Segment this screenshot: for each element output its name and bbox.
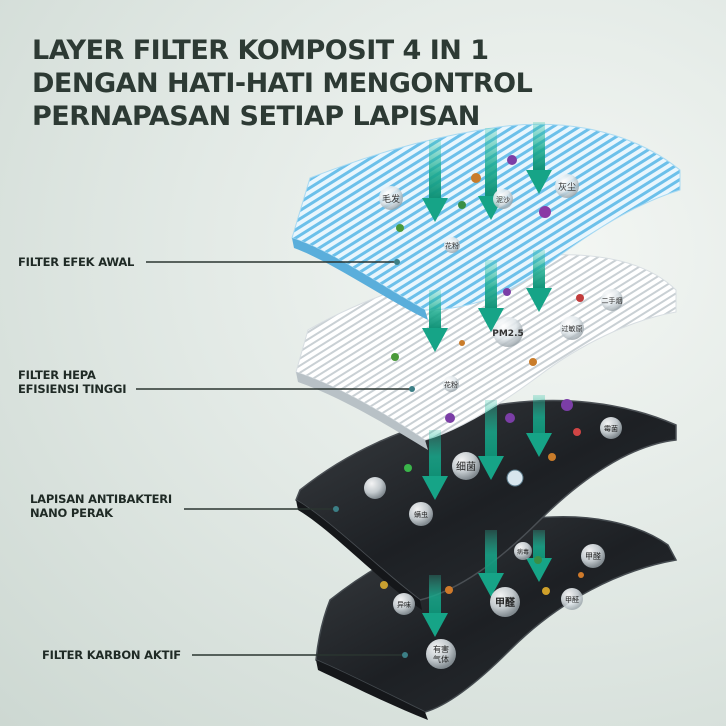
nano-silver-label: LAPISAN ANTIBAKTERI NANO PERAK (30, 492, 172, 520)
arrow-down-icon (526, 395, 552, 457)
title-line-2: DENGAN HATI-HATI MENGONTROL (32, 68, 533, 99)
title-line-3: PERNAPASAN SETIAP LAPISAN (32, 101, 480, 132)
formaldehyde-label-3: 甲醛 (565, 595, 579, 604)
virus-particle: 病毒 (514, 542, 532, 560)
nano-silver-label-line-1: LAPISAN ANTIBAKTERI (30, 492, 173, 506)
harmful-gas-label-2: 气体 (433, 654, 449, 664)
airflow-arrows (422, 122, 552, 637)
arrow-down-icon (422, 140, 448, 222)
bacteria-particle: 细菌 (452, 452, 480, 480)
page-title: LAYER FILTER KOMPOSIT 4 IN 1 DENGAN HATI… (32, 34, 533, 133)
debris-dots (364, 155, 584, 595)
dust-particle: 灰尘 (555, 174, 579, 198)
formaldehyde-label: 甲醛 (585, 551, 601, 561)
pre-filter-label: FILTER EFEK AWAL (18, 255, 135, 269)
dust-label: 灰尘 (558, 181, 576, 193)
smoke-label: 二手烟 (602, 296, 623, 305)
harmful-gas-label-1: 有害 (433, 644, 449, 654)
activated-carbon-label: FILTER KARBON AKTIF (42, 648, 181, 662)
formaldehyde-label-2: 甲醛 (495, 596, 516, 609)
arrow-down-icon (422, 575, 448, 637)
pollen-label: 花粉 (445, 241, 459, 250)
pollen-particle: 花粉 (444, 237, 460, 253)
leader-dot-icon (394, 259, 400, 265)
pre-filter-layer (291, 123, 681, 320)
arrow-down-icon (422, 290, 448, 352)
mud-label: 泥沙 (496, 196, 510, 204)
leader-lines (136, 261, 412, 656)
pollen-label-2: 花粉 (444, 380, 458, 389)
formaldehyde-particle-2: 甲醛 (490, 587, 520, 617)
mold-label: 霉菌 (604, 424, 618, 433)
nano-silver-label-line-2: NANO PERAK (30, 506, 113, 520)
hepa-label-line-2: EFISIENSI TINGGI (18, 382, 127, 396)
mite-label: 螨虫 (414, 510, 428, 519)
leader-dots (333, 259, 415, 658)
formaldehyde-particle: 甲醛 (581, 544, 605, 568)
hair-particle: 毛发 (379, 186, 403, 210)
leader-dot-icon (402, 652, 408, 658)
smoke-particle: 二手烟 (601, 289, 623, 311)
arrow-down-icon (526, 122, 552, 194)
hepa-label-line-1: FILTER HEPA (18, 368, 96, 382)
virus-label: 病毒 (517, 548, 529, 556)
hepa-filter-label: FILTER HEPA EFISIENSI TINGGI (18, 368, 127, 396)
mold-particle: 霉菌 (600, 417, 622, 439)
allergen-label: 过敏原 (562, 324, 583, 333)
odor-particle: 异味 (393, 593, 415, 615)
mud-particle: 泥沙 (493, 189, 513, 209)
harmful-gas-particle: 有害 气体 (426, 639, 456, 669)
arrow-down-icon (526, 250, 552, 312)
pollen-particle-2: 花粉 (443, 376, 459, 392)
arrow-down-icon (478, 260, 504, 332)
mite-particle: 螨虫 (409, 502, 433, 526)
title-line-1: LAYER FILTER KOMPOSIT 4 IN 1 (32, 35, 489, 66)
allergen-particle: 过敏原 (560, 316, 584, 340)
arrow-down-icon (526, 530, 552, 582)
pm25-label: PM2.5 (492, 329, 524, 339)
hair-label: 毛发 (382, 193, 400, 205)
arrow-down-icon (478, 400, 504, 480)
leader-dot-icon (409, 386, 415, 392)
pm25-particle: PM2.5 (492, 317, 524, 347)
arrow-down-icon (422, 430, 448, 500)
odor-label: 异味 (397, 600, 411, 609)
arrow-down-icon (478, 530, 504, 597)
bacteria-label: 细菌 (456, 460, 476, 473)
particle-bubbles: 毛发 泥沙 灰尘 花粉 二手烟 PM2.5 过敏原 花粉 细菌 霉菌 螨虫 病毒… (379, 174, 623, 669)
formaldehyde-particle-3: 甲醛 (561, 588, 583, 610)
leader-dot-icon (333, 506, 339, 512)
